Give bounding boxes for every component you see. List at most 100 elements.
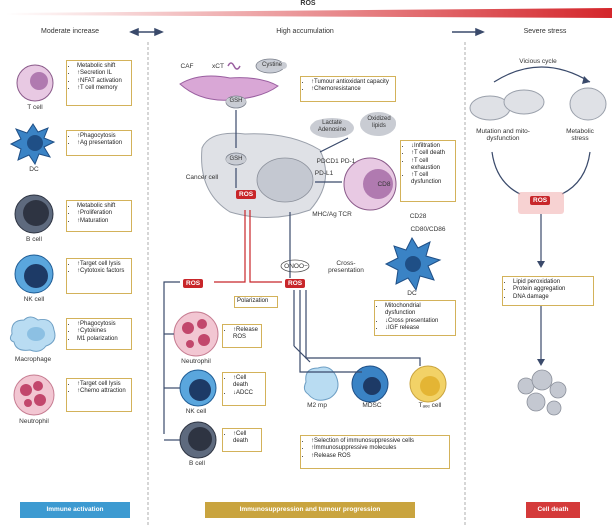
t-cell-label: T cell: [27, 104, 43, 111]
nk-cell-effect: ↑Cytotoxic factors: [77, 268, 128, 275]
bcell-middle-effect: ↑Cell death: [233, 431, 258, 446]
neutrophil-effect: ↑Target cell lysis: [77, 381, 128, 388]
ros-middle-badge: ROS: [285, 279, 306, 288]
tcell-effect-box: ↓Infiltration ↑T cell death ↑T cell exha…: [400, 140, 456, 202]
macrophage-label: Macrophage: [14, 356, 52, 363]
tcell-effect: ↑T cell exhaustion: [411, 158, 452, 173]
footer-cell-death: Cell death: [526, 502, 580, 518]
b-cell-effect: ↑Proliferation: [77, 210, 128, 217]
b-cell-label: B cell: [26, 236, 42, 243]
nk-cell-label: NK cell: [23, 296, 45, 303]
nk-middle-box: ↑Cell death ↓ADCC: [222, 372, 266, 406]
lactate-pill: Lactate Adenosine: [312, 120, 352, 134]
footer-immunosuppression: Immunosuppression and tumour progression: [205, 502, 415, 518]
tcell-effect: ↑T cell dysfunction: [411, 172, 452, 187]
vicious-cycle-label: Vicious cycle: [519, 58, 557, 65]
caf-effect: ↑Chemoresistance: [311, 86, 392, 93]
mdsc-label: MDSC: [362, 402, 382, 409]
macrophage-box: ↑Phagocytosis ↑Cytokines M1 polarization: [66, 318, 132, 350]
t-cell-effect: ↑T cell memory: [77, 85, 128, 92]
neutrophil-box: ↑Target cell lysis ↑Chemo attraction: [66, 378, 132, 412]
mutation-label: Mutation and mito-dysfunction: [476, 128, 530, 142]
polarization-box: Polarization: [234, 296, 278, 308]
t-cell-icon: [16, 64, 54, 102]
header-severe: Severe stress: [523, 28, 567, 35]
cd28-label: CD28: [409, 213, 427, 220]
bcell-middle-box: ↑Cell death: [222, 428, 262, 452]
neutrophil-middle-label: Neutrophil: [181, 358, 211, 365]
suppression-effect: ↑Release ROS: [311, 453, 446, 460]
pdl1-label: PD-L1: [314, 170, 334, 177]
top-title: ROS: [300, 0, 316, 7]
macrophage-effect: M1 polarization: [77, 336, 128, 343]
neutrophil-middle-effect: ↑Release ROS: [233, 327, 258, 342]
cd8-label: CD8: [377, 181, 391, 188]
header-moderate: Moderate increase: [41, 28, 99, 35]
ros-cancer-badge: ROS: [236, 190, 257, 199]
metabolic-stress-label: Metabolic stress: [566, 128, 594, 142]
cell-death-effect: Lipid peroxidation: [513, 279, 590, 286]
nk-middle-label: NK cell: [185, 408, 207, 415]
dc-effect-box: Mitochondrial dysfunction ↓Cross present…: [374, 300, 456, 336]
dc-middle-effect: ↓IGF release: [385, 325, 452, 332]
oxidized-lipids-pill: Oxidized lipids: [362, 116, 396, 130]
dc-middle-effect: Mitochondrial dysfunction: [385, 303, 452, 318]
tcell-effect: ↓Infiltration: [411, 143, 452, 150]
b-cell-effect: ↑Maturation: [77, 218, 128, 225]
caf-effect-box: ↑Tumour antioxidant capacity ↑Chemoresis…: [300, 76, 396, 102]
t-cell-effect: Metabolic shift: [77, 63, 128, 70]
bcell-middle-label: B cell: [189, 460, 205, 467]
suppression-effect: ↑Immunosuppressive molecules: [311, 445, 446, 452]
treg-label: Tₐₑₑ cell: [418, 402, 442, 409]
neutrophil-middle-box: ↑Release ROS: [222, 324, 262, 348]
suppression-effect: ↑Selection of immunosuppressive cells: [311, 438, 446, 445]
cystine-pill: Cystine: [257, 62, 287, 69]
nk-cell-box: ↑Target cell lysis ↑Cytotoxic factors: [66, 258, 132, 294]
caf-effect: ↑Tumour antioxidant capacity: [311, 79, 392, 86]
neutrophil-icon: [13, 374, 55, 416]
xct-label: xCT: [212, 63, 224, 70]
tcell-effect: ↑T cell death: [411, 150, 452, 157]
nk-middle-effect: ↑Cell death: [233, 375, 262, 390]
ros-left-badge: ROS: [183, 279, 204, 288]
footer-immune-activation: Immune activation: [20, 502, 130, 518]
cross-presentation-label: Cross-presentation: [328, 260, 364, 274]
gsh-caf-pill: GSH: [226, 98, 246, 105]
header-arrows: [129, 27, 485, 37]
macrophage-effect: ↑Phagocytosis: [77, 321, 128, 328]
mhc-tcr-label: MHC/Ag TCR: [312, 211, 352, 218]
t-cell-effect: ↑Secretion IL: [77, 70, 128, 77]
ros-right-badge: ROS: [530, 196, 551, 205]
cd80-label: CD80/CD86: [410, 226, 446, 233]
dc-box: ↑Phagocytosis ↑Ag presentation: [66, 130, 132, 156]
b-cell-icon: [14, 194, 54, 234]
macrophage-effect: ↑Cytokines: [77, 328, 128, 335]
dendritic-cell-icon: [9, 123, 56, 166]
t-cell-box: Metabolic shift ↑Secretion IL ↑NFAT acti…: [66, 60, 132, 106]
caf-label: CAF: [180, 63, 194, 70]
macrophage-icon: [9, 316, 56, 352]
cell-death-box: Lipid peroxidation Protein aggregation D…: [502, 276, 594, 306]
nk-middle-effect: ↓ADCC: [233, 390, 262, 397]
polarization-label: Polarization: [237, 298, 269, 304]
dc-effect: ↑Ag presentation: [77, 140, 128, 147]
nk-cell-icon: [14, 254, 54, 294]
dc-effect: ↑Phagocytosis: [77, 133, 128, 140]
nk-cell-effect: ↑Target cell lysis: [77, 261, 128, 268]
dc-middle-effect: ↓Cross presentation: [385, 318, 452, 325]
header-high: High accumulation: [276, 28, 334, 35]
m2-label: M2 mp: [307, 402, 327, 409]
cell-death-effect: Protein aggregation: [513, 286, 590, 293]
b-cell-effect: Metabolic shift: [77, 203, 128, 210]
cancer-cell-label: Cancer cell: [185, 174, 219, 181]
ros-gradient-bar: [6, 8, 612, 18]
onoo-label: ONOO−: [284, 263, 308, 270]
pd1-label: PDCD1 PD-1: [316, 158, 356, 165]
tumour-microenvironment-diagram: [163, 58, 447, 459]
dc-middle-label: DC: [407, 290, 417, 297]
dc-label: DC: [29, 166, 39, 173]
neutrophil-effect: ↑Chemo attraction: [77, 388, 128, 395]
suppression-box: ↑Selection of immunosuppressive cells ↑I…: [300, 435, 450, 469]
t-cell-effect: ↑NFAT activation: [77, 78, 128, 85]
